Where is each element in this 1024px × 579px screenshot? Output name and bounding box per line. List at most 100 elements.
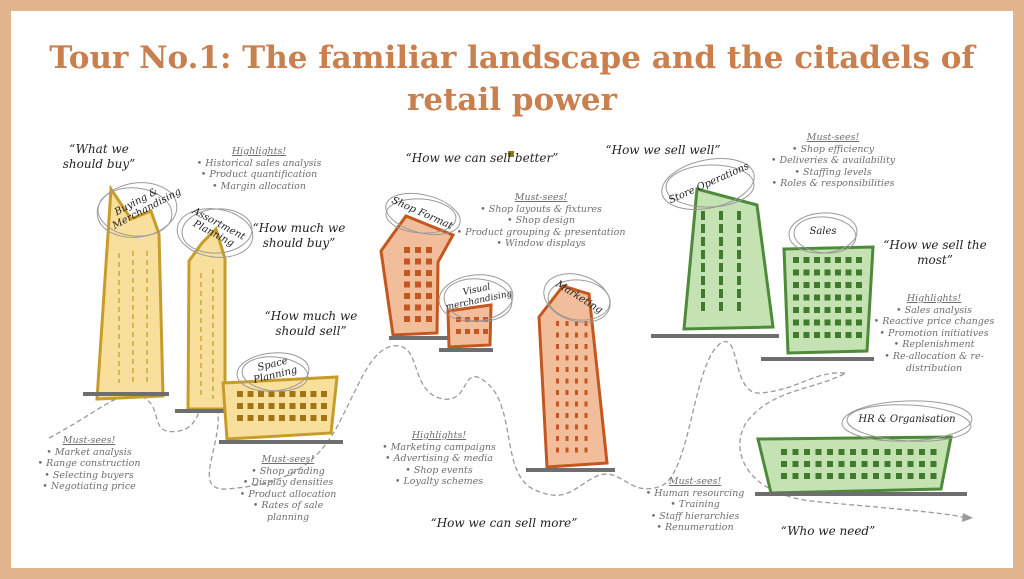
window — [884, 449, 891, 455]
window — [415, 293, 421, 299]
note-heading: Must-sees! — [62, 435, 116, 446]
window — [701, 211, 705, 220]
window — [404, 281, 410, 288]
window — [556, 413, 559, 418]
window — [814, 257, 820, 263]
window — [300, 391, 306, 397]
oval-space — [236, 352, 310, 392]
window — [404, 293, 410, 299]
window — [930, 473, 937, 479]
window — [856, 332, 862, 338]
window — [556, 367, 559, 372]
window — [565, 401, 569, 407]
window — [575, 367, 578, 372]
window — [814, 319, 820, 326]
window — [781, 461, 787, 467]
window — [804, 461, 810, 467]
window — [556, 355, 559, 361]
slide-frame: Tour No.1: The familiar landscape and th… — [11, 11, 1013, 568]
window — [856, 282, 862, 288]
window — [404, 316, 410, 322]
window — [556, 344, 559, 349]
window — [584, 332, 588, 338]
window — [719, 276, 723, 285]
window — [803, 332, 810, 338]
window — [719, 302, 723, 311]
window — [701, 263, 705, 272]
building-assortment-planning — [175, 226, 227, 413]
window — [556, 447, 559, 453]
window — [719, 237, 723, 246]
window — [575, 401, 578, 407]
oval-store-operations — [661, 158, 755, 210]
window — [474, 317, 479, 322]
window — [584, 344, 588, 349]
window — [584, 436, 588, 441]
window — [237, 403, 243, 409]
window — [415, 304, 421, 311]
note-heading: Must-sees! — [806, 132, 860, 143]
window — [873, 473, 879, 479]
window — [861, 449, 868, 455]
note-heading: Must-sees! — [514, 192, 568, 203]
window — [565, 332, 569, 338]
window — [584, 424, 588, 430]
note-space-mustsees: Must-sees! Shop gradingDisplay densities… — [233, 454, 343, 524]
window — [850, 449, 856, 455]
building-visual-merchandising — [439, 303, 493, 352]
window — [279, 403, 285, 409]
window — [845, 269, 852, 276]
window — [258, 415, 264, 421]
window — [584, 390, 588, 395]
window — [719, 211, 723, 220]
window — [300, 403, 306, 409]
landscape-drawing — [48, 151, 973, 522]
window — [793, 282, 799, 288]
window — [719, 224, 723, 233]
window — [737, 211, 741, 220]
window — [803, 282, 810, 288]
window — [415, 316, 421, 322]
window — [850, 473, 856, 479]
window — [835, 294, 841, 301]
window — [575, 390, 578, 395]
window — [838, 449, 845, 455]
note-heading: Must-sees! — [261, 454, 315, 465]
window — [896, 473, 902, 479]
window — [556, 378, 559, 384]
window — [803, 294, 810, 301]
window — [565, 436, 569, 441]
window — [919, 449, 925, 455]
window — [824, 282, 831, 288]
window — [279, 415, 285, 421]
window — [701, 224, 705, 233]
window — [404, 247, 410, 253]
window — [565, 413, 569, 418]
window — [415, 258, 421, 265]
window — [814, 269, 820, 276]
window — [896, 461, 902, 467]
window — [737, 224, 741, 233]
window — [575, 436, 578, 441]
window — [701, 276, 705, 285]
window — [884, 473, 891, 479]
window — [793, 257, 799, 263]
window — [426, 270, 432, 276]
window — [258, 403, 264, 409]
window — [465, 329, 470, 334]
window — [835, 332, 841, 338]
window — [310, 403, 317, 409]
window — [719, 250, 723, 259]
window — [815, 473, 822, 479]
window — [845, 307, 852, 313]
window — [575, 447, 578, 453]
window — [814, 294, 820, 301]
building-space-planning — [219, 375, 343, 444]
window — [483, 329, 488, 334]
window — [814, 332, 820, 338]
window — [861, 461, 868, 467]
window — [919, 473, 925, 479]
window — [793, 307, 799, 313]
window — [237, 415, 243, 421]
window — [404, 270, 410, 276]
